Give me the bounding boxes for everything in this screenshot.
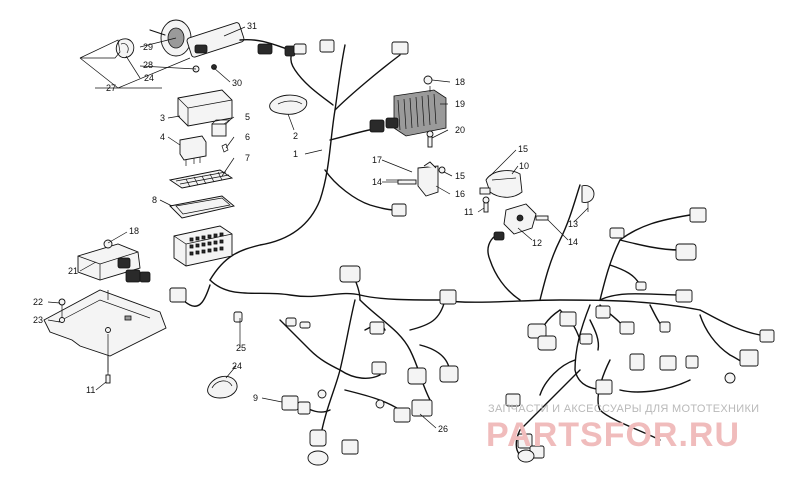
callout-15-right: 15: [518, 144, 528, 154]
callout-10: 10: [519, 161, 529, 171]
watermark-tagline: ЗАПЧАСТИ И АКСЕССУАРЫ ДЛЯ МОТОТЕХНИКИ: [488, 403, 760, 415]
callout-12: 12: [532, 238, 542, 248]
callout-20: 20: [455, 125, 465, 135]
callout-23: 23: [33, 315, 43, 325]
callout-3: 3: [160, 113, 165, 123]
callout-4: 4: [160, 132, 165, 142]
callout-15-left: 15: [455, 171, 465, 181]
fuse-relay-box-assembly: [168, 89, 235, 267]
callout-11-lower: 11: [86, 385, 95, 395]
voltage-regulator-assembly: [369, 75, 447, 148]
callout-27: 27: [106, 83, 116, 93]
callout-22: 22: [33, 297, 43, 307]
callout-16: 16: [455, 189, 465, 199]
callout-14-left: 14: [372, 177, 382, 187]
callout-5: 5: [245, 112, 250, 122]
callout-17: 17: [372, 155, 382, 165]
handlebar-switch-assembly: [149, 19, 296, 73]
harness-connectors: [169, 39, 775, 466]
ecu-mount-assembly: [43, 239, 167, 384]
callout-25: 25: [236, 343, 246, 353]
callout-11-upper: 11: [464, 207, 473, 217]
callout-18-upper: 18: [455, 77, 465, 87]
callout-31: 31: [247, 21, 257, 31]
callout-18-left: 18: [129, 226, 139, 236]
callout-8: 8: [152, 195, 157, 205]
callout-2: 2: [293, 131, 298, 141]
bracket-part-24-upper: [115, 38, 135, 59]
sensor-bracket-assembly: [479, 170, 595, 241]
clamp-part-24-lower: [207, 375, 238, 399]
callout-28: 28: [143, 60, 153, 70]
callout-1: 1: [293, 149, 298, 159]
callout-26: 26: [438, 424, 448, 434]
bracket-part-16-assembly: [386, 161, 446, 197]
callout-21: 21: [68, 266, 78, 276]
grommet-part-2: [269, 94, 308, 115]
callout-19: 19: [455, 99, 465, 109]
leader-lines: [47, 26, 589, 429]
callout-24-lower: 24: [232, 361, 242, 371]
callout-6: 6: [245, 132, 250, 142]
callout-24-upper: 24: [144, 73, 154, 83]
callout-29: 29: [143, 42, 153, 52]
callout-30: 30: [232, 78, 242, 88]
watermark-brand: PARTSFOR.RU: [486, 416, 741, 454]
callout-7: 7: [245, 153, 250, 163]
callout-13: 13: [568, 219, 578, 229]
callout-9: 9: [253, 393, 258, 403]
callout-labels: 1 2 3 4 5 6 7 8 9 10 11 11 12 13 14 14 1…: [33, 21, 578, 434]
callout-14-right: 14: [568, 237, 578, 247]
